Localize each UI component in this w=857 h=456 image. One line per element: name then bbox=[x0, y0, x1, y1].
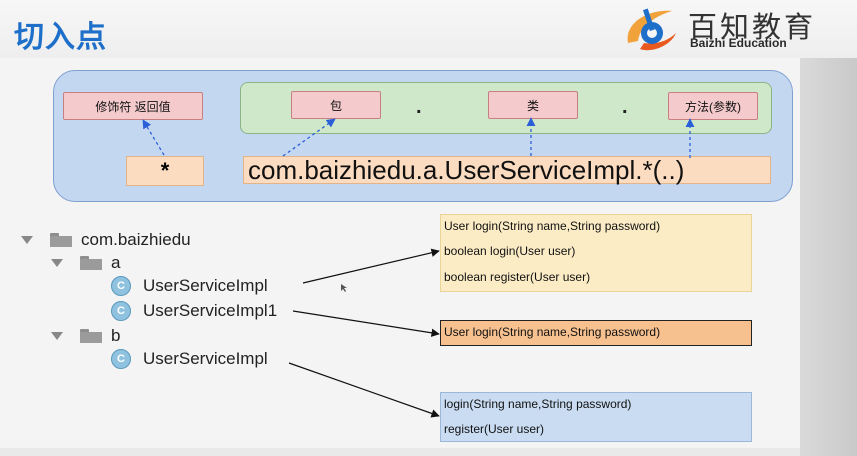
methods-box-a2: User login(String name,String password) bbox=[440, 320, 752, 346]
expand-triangle-icon[interactable] bbox=[51, 332, 63, 340]
tree-node-root[interactable]: com.baizhiedu bbox=[21, 230, 191, 250]
method-line: User login(String name,String password) bbox=[444, 325, 661, 339]
method-line: boolean register(User user) bbox=[444, 270, 591, 284]
brand-name-en: Baizhi Education bbox=[690, 36, 787, 50]
class-c-icon: C bbox=[111, 301, 131, 321]
method-line: login(String name,String password) bbox=[444, 397, 632, 411]
dashed-arrow-modifier bbox=[142, 119, 165, 156]
tree-node-class-b1[interactable]: C UserServiceImpl bbox=[111, 349, 268, 369]
tree-node-package-a[interactable]: a bbox=[51, 253, 120, 273]
separator-dot: . bbox=[622, 96, 628, 118]
method-line: boolean login(User user) bbox=[444, 244, 576, 258]
package-folder-icon bbox=[50, 233, 72, 247]
expand-triangle-icon[interactable] bbox=[21, 236, 33, 244]
package-label: 包 bbox=[291, 91, 381, 119]
arrow-class-b1 bbox=[288, 362, 440, 418]
expand-triangle-icon[interactable] bbox=[51, 259, 63, 267]
tree-node-class-a2[interactable]: C UserServiceImpl1 bbox=[111, 301, 277, 321]
package-folder-icon bbox=[80, 256, 102, 270]
tree-label: b bbox=[111, 326, 121, 345]
brand-name-cn: 百知教育 bbox=[688, 10, 817, 44]
arrow-class-a1 bbox=[302, 248, 440, 284]
separator-dot: . bbox=[416, 96, 422, 118]
method-line: register(User user) bbox=[444, 422, 545, 436]
tree-node-package-b[interactable]: b bbox=[51, 326, 120, 346]
tree-label: UserServiceImpl bbox=[143, 349, 268, 368]
right-margin-strip bbox=[800, 58, 857, 456]
class-label: 类 bbox=[488, 91, 578, 119]
method-params-label: 方法(参数) bbox=[668, 92, 758, 120]
tree-label: UserServiceImpl bbox=[143, 276, 268, 295]
methods-box-b1: login(String name,String password) regis… bbox=[440, 392, 752, 442]
slide-title: 切入点 bbox=[14, 21, 107, 54]
package-folder-icon bbox=[80, 329, 102, 343]
tree-label: a bbox=[111, 253, 121, 272]
tree-label: UserServiceImpl1 bbox=[143, 301, 278, 320]
baizhi-logo-icon bbox=[627, 8, 676, 51]
slide-header bbox=[0, 0, 857, 58]
method-line: User login(String name,String password) bbox=[444, 219, 661, 233]
class-c-icon: C bbox=[111, 349, 131, 369]
wildcard-box: * bbox=[126, 156, 204, 186]
pointcut-expression: com.baizhiedu.a.UserServiceImpl.*(..) bbox=[243, 155, 771, 185]
class-c-icon: C bbox=[111, 276, 131, 296]
tree-node-class-a1[interactable]: C UserServiceImpl bbox=[111, 276, 268, 296]
arrow-class-a2 bbox=[292, 310, 440, 337]
methods-box-a1: User login(String name,String password) … bbox=[440, 214, 752, 292]
dashed-arrow-package bbox=[282, 118, 336, 157]
mouse-cursor-icon bbox=[341, 284, 347, 292]
tree-label: com.baizhiedu bbox=[81, 230, 191, 249]
modifier-return-label: 修饰符 返回值 bbox=[63, 92, 203, 120]
